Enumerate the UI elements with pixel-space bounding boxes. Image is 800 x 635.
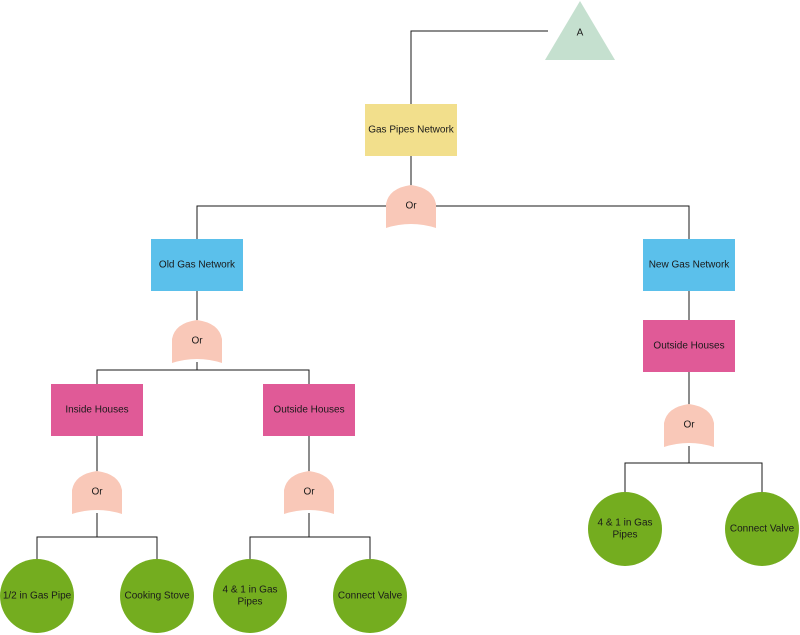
or-gate-shape (284, 471, 334, 514)
edge-gate_new_outside-to-new_4_1_gas_pipes (624, 446, 690, 492)
node-label: Or (303, 487, 315, 498)
node-gate-inside[interactable]: Or (72, 471, 122, 514)
node-label: Pipes (237, 597, 262, 608)
node-label: 4 & 1 in Gas (597, 518, 652, 529)
node-label: Or (683, 420, 695, 431)
node-half-in-gas-pipe[interactable]: 1/2 in Gas Pipe (0, 559, 74, 633)
edge-gate_old-to-old_inside_houses (96, 362, 198, 384)
node-label: New Gas Network (649, 260, 731, 271)
node-gate-new-outside[interactable]: Or (664, 404, 714, 447)
node-gate-outside[interactable]: Or (284, 471, 334, 514)
node-label: Old Gas Network (159, 260, 236, 271)
event-rect-shape (643, 320, 735, 372)
basic-event-circle-shape (213, 559, 287, 633)
node-transfer-a[interactable]: A (545, 1, 615, 60)
event-rect-shape (151, 239, 243, 291)
node-new-connect-valve[interactable]: Connect Valve (725, 492, 799, 566)
node-label: A (577, 28, 584, 39)
edge-gate_outside-to-old_connect_valve (309, 536, 371, 559)
event-rect-shape (51, 384, 143, 436)
node-label: 1/2 in Gas Pipe (3, 591, 72, 602)
node-label: Or (405, 201, 417, 212)
node-label: Connect Valve (730, 524, 795, 535)
edge-gate_top-to-old_gas_network (196, 205, 387, 239)
edges-layer (36, 30, 763, 559)
edge-gate_outside-to-old_4_1_gas_pipes (249, 513, 310, 559)
node-label: Inside Houses (65, 405, 128, 416)
basic-event-circle-shape (725, 492, 799, 566)
event-rect-shape (643, 239, 735, 291)
event-rect-shape (263, 384, 355, 436)
node-new-gas-network[interactable]: New Gas Network (643, 239, 735, 291)
event-rect-shape (365, 104, 457, 156)
node-label: Outside Houses (653, 341, 724, 352)
node-label: Pipes (612, 530, 637, 541)
edge-gate_old-to-old_outside_houses (197, 369, 310, 384)
basic-event-circle-shape (120, 559, 194, 633)
node-label: 4 & 1 in Gas (222, 585, 277, 596)
node-label: Or (191, 336, 203, 347)
edge-gate_inside-to-half_in_gas_pipe (36, 513, 98, 559)
node-cooking-stove[interactable]: Cooking Stove (120, 559, 194, 633)
basic-event-circle-shape (0, 559, 74, 633)
edge-gate_new_outside-to-new_connect_valve (689, 462, 763, 492)
node-label: Connect Valve (338, 591, 403, 602)
or-gate-shape (172, 320, 222, 363)
basic-event-circle-shape (333, 559, 407, 633)
node-gate-old[interactable]: Or (172, 320, 222, 363)
node-label: Gas Pipes Network (368, 125, 455, 136)
node-gas-pipes-network[interactable]: Gas Pipes Network (365, 104, 457, 156)
or-gate-shape (72, 471, 122, 514)
node-label: Or (91, 487, 103, 498)
transfer-triangle-shape (545, 1, 615, 60)
or-gate-shape (386, 185, 436, 228)
node-label: Outside Houses (273, 405, 344, 416)
node-old-outside-houses[interactable]: Outside Houses (263, 384, 355, 436)
node-gate-top[interactable]: Or (386, 185, 436, 228)
edge-transfer_a-to-gas_pipes_network (410, 30, 548, 104)
edge-gate_top-to-new_gas_network (436, 205, 690, 239)
node-old-inside-houses[interactable]: Inside Houses (51, 384, 143, 436)
node-new-outside-houses[interactable]: Outside Houses (643, 320, 735, 372)
node-label: Cooking Stove (124, 591, 189, 602)
node-old-gas-network[interactable]: Old Gas Network (151, 239, 243, 291)
or-gate-shape (664, 404, 714, 447)
node-old-connect-valve[interactable]: Connect Valve (333, 559, 407, 633)
edge-gate_inside-to-cooking_stove (97, 536, 158, 559)
basic-event-circle-shape (588, 492, 662, 566)
